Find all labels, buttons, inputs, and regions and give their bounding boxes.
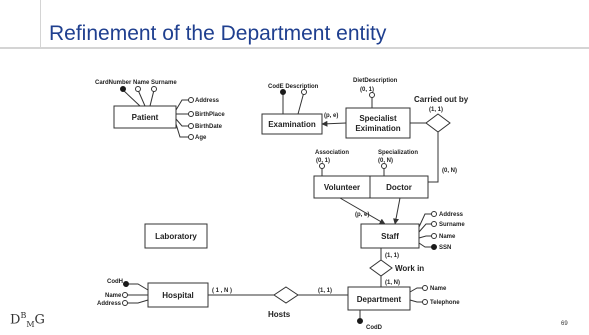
card-association: (0, 1) [316, 158, 330, 164]
attr-hospital-codh-key-dot [123, 281, 129, 287]
card-gen-exam: (p, e) [324, 113, 338, 119]
title-rule [0, 47, 589, 49]
card-workin-dept: (1, N) [385, 280, 400, 286]
relationship-hosts-label: Hosts [268, 310, 291, 319]
attr-dept-codd-key-dot [357, 318, 363, 324]
entity-doctor-label: Doctor [386, 183, 412, 192]
attr-patient-address-label: Address [195, 98, 220, 104]
relationship-work-in-label: Work in [395, 264, 424, 273]
entity-laboratory-label: Laboratory [155, 232, 197, 241]
attr-staff-name-label: Name [439, 234, 456, 240]
attr-dept-telephone-dot [422, 299, 428, 305]
entity-staff [360, 223, 420, 249]
attr-association-label: Association [315, 150, 349, 156]
attr-staff-ssn-key-dot [431, 244, 437, 250]
attr-diet-description-label: DietDescription [353, 78, 398, 84]
attr-patient-age-label: Age [195, 135, 207, 141]
attr-staff-surname-label: Surname [439, 222, 465, 228]
attr-staff-name-dot [431, 233, 437, 239]
attr-dept-name-label: Name [430, 286, 447, 292]
attr-hospital-name-dot [122, 292, 128, 298]
entity-specialist-label-1: Specialist [359, 114, 397, 123]
attr-staff-address-label: Address [439, 212, 464, 218]
card-carried-doctor: (0, N) [442, 168, 457, 174]
attr-dept-telephone-label: Telephone [430, 300, 460, 306]
entity-department [347, 286, 411, 311]
attr-dept-codd-label: CodD [366, 325, 383, 331]
attr-staff-address-dot [431, 211, 437, 217]
entity-department-label: Department [357, 295, 402, 304]
attr-patient-surname-dot [151, 86, 157, 92]
attr-patient-cardnumber-key-dot [120, 86, 126, 92]
relationship-hosts [273, 286, 299, 304]
relationship-carried-out-by [425, 113, 451, 133]
attr-exam-code-key-dot [280, 89, 286, 95]
card-gen-staff: (p, e) [355, 212, 369, 218]
entity-doctor [369, 175, 429, 199]
attr-hospital-address-dot [122, 300, 128, 306]
entity-staff-label: Staff [381, 232, 399, 241]
entity-hospital-label: Hospital [162, 291, 194, 300]
attr-exam-ids-label: CodE Description [268, 84, 319, 90]
title-left-rule [40, 0, 41, 48]
attr-diet-description-dot [369, 92, 375, 98]
attr-exam-description-dot [301, 89, 307, 95]
relationship-carried-out-by-label: Carried out by [414, 95, 469, 104]
card-hosts-dept: (1, 1) [318, 288, 332, 294]
card-diet-desc: (0, 1) [360, 87, 374, 93]
dbg-logo: DBMG [10, 311, 45, 329]
card-hosts-hospital: ( 1 , N ) [212, 288, 232, 294]
slide-title: Refinement of the Department entity [49, 22, 387, 45]
attr-association-dot [319, 163, 325, 169]
attr-patient-age-dot [188, 134, 194, 140]
attr-hospital-codh-label: CodH [107, 279, 123, 285]
attr-patient-birthdate-dot [188, 123, 194, 129]
card-carried-spec: (1, 1) [429, 107, 443, 113]
entity-patient-label: Patient [132, 113, 159, 122]
attr-hospital-name-label: Name [105, 293, 122, 299]
attr-specialization-dot [381, 163, 387, 169]
attr-hospital-address-label: Address [97, 301, 122, 307]
card-specialization: (0, N) [378, 158, 393, 164]
attr-staff-surname-dot [431, 221, 437, 227]
attr-patient-birthplace-label: BirthPlace [195, 112, 225, 118]
card-workin-staff: (1, 1) [385, 253, 399, 259]
attr-patient-ids-label: CardNumber Name Surname [95, 80, 177, 86]
entity-examination-label: Examination [268, 120, 316, 129]
relationship-work-in [369, 259, 393, 277]
attr-staff-ssn-label: SSN [439, 245, 451, 251]
entity-specialist-examination [345, 107, 411, 139]
attr-patient-name-dot [135, 86, 141, 92]
title-bar: Refinement of the Department entity [0, 0, 589, 58]
attr-patient-birthdate-label: BirthDate [195, 124, 223, 130]
attr-specialization-label: Specialization [378, 150, 418, 156]
entity-specialist-label-2: Eximination [355, 124, 400, 133]
entity-volunteer-label: Volunteer [324, 183, 360, 192]
page-number: 69 [561, 321, 568, 327]
attr-dept-name-dot [422, 285, 428, 291]
attr-patient-address-dot [188, 97, 194, 103]
attr-patient-birthplace-dot [188, 111, 194, 117]
entity-laboratory [144, 223, 208, 249]
